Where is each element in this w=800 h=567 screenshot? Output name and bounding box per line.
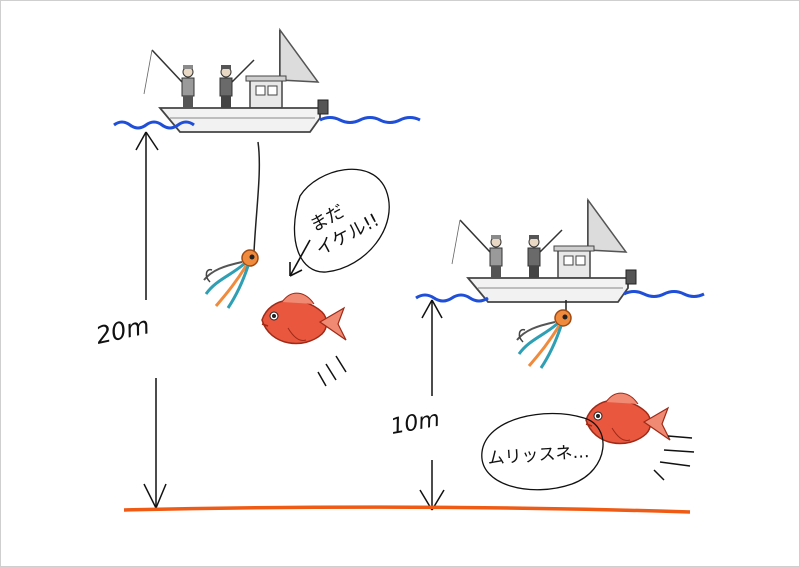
sea-bream-left: [261, 292, 347, 345]
speed-lines-left: [317, 355, 347, 387]
water-surface-right: [415, 290, 705, 303]
lure-left: [202, 248, 260, 310]
right-scene: ムリッスネ… 10m: [389, 199, 705, 511]
arrow-to-fish-left: [289, 239, 311, 277]
lure-right: [515, 308, 573, 370]
depth-arrow-left: [135, 131, 167, 509]
fishing-line-left: [253, 141, 261, 253]
speech-text-right: ムリッスネ…: [487, 442, 590, 469]
speed-lines-right: [653, 435, 695, 481]
depth-label-right: 10m: [389, 407, 442, 440]
left-scene: まだ イケル!! 20m: [93, 29, 421, 509]
speech-bubble-right: [481, 412, 604, 491]
water-surface-left: [113, 116, 421, 130]
depth-label-left: 20m: [93, 311, 152, 350]
fishing-boat-left: [143, 29, 329, 133]
sea-bream-right: [585, 392, 671, 445]
seabed-line: [123, 505, 691, 514]
speech-bubble-left: [293, 168, 390, 273]
depth-arrow-right: [419, 299, 445, 511]
fishing-boat-right: [451, 199, 637, 303]
